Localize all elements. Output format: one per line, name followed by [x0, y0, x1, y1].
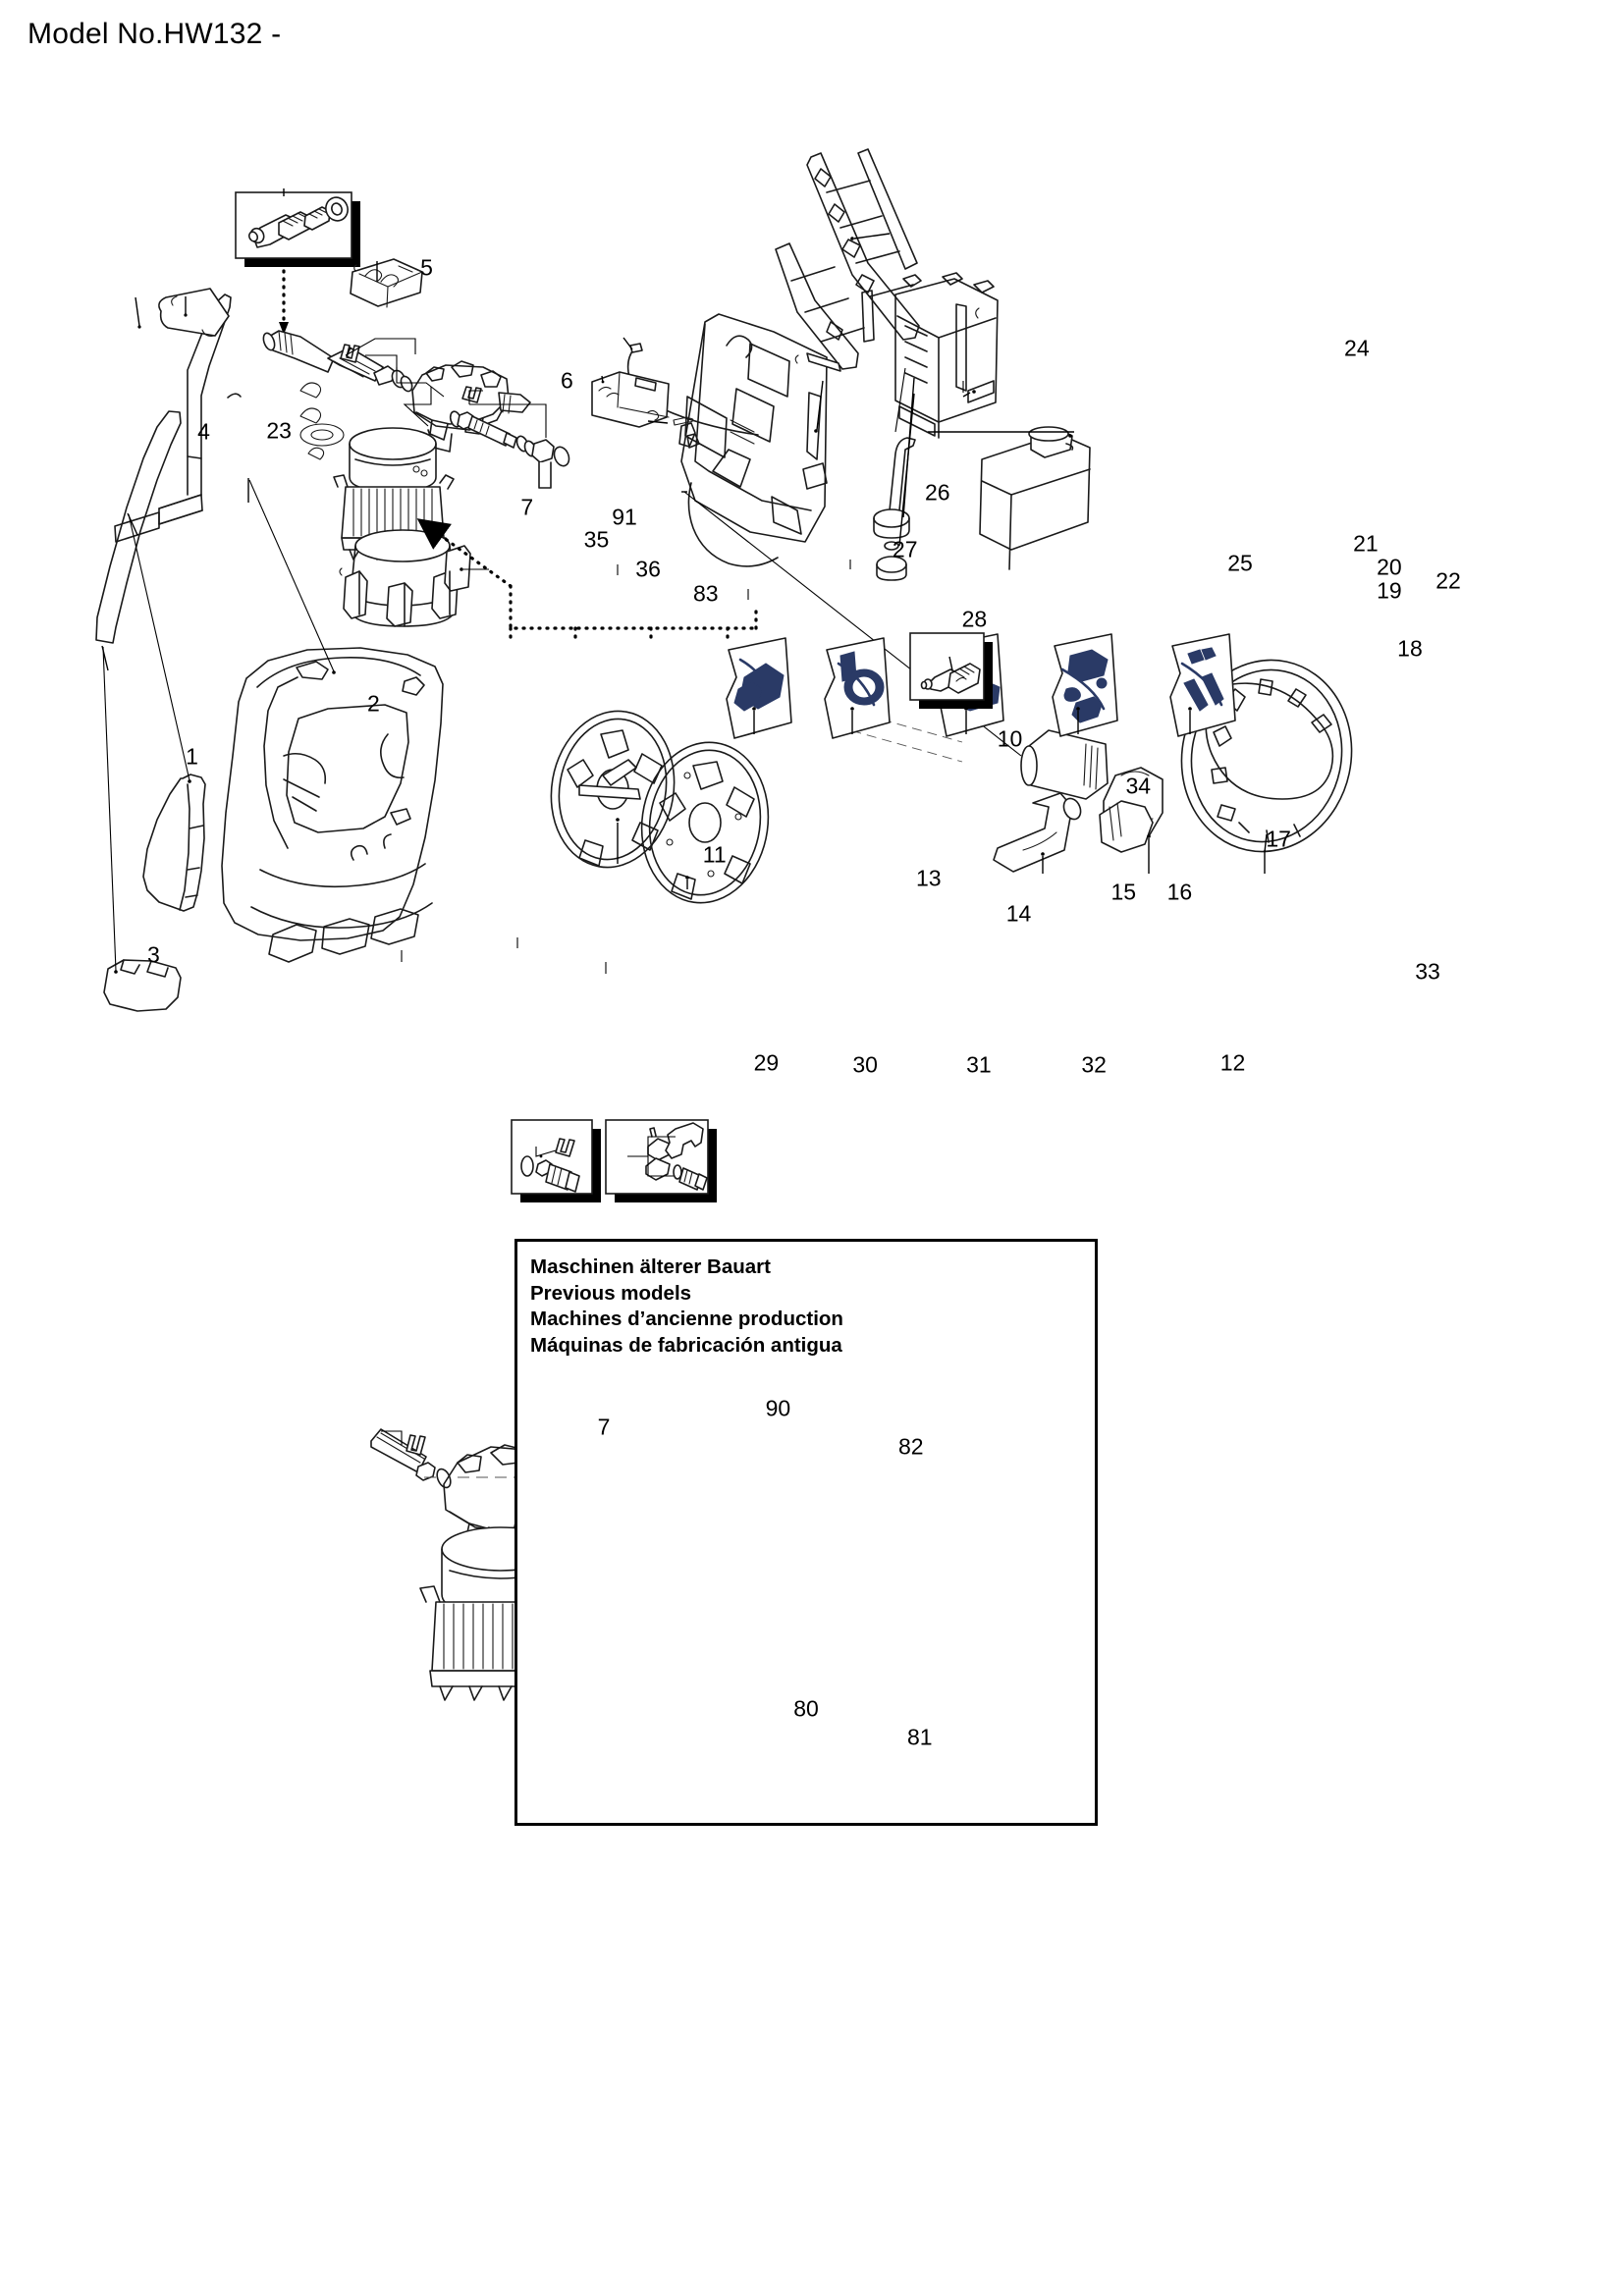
previous-models-legend-box [514, 1239, 1098, 1826]
legend-line-es: Máquinas de fabricación antigua [530, 1333, 842, 1357]
prev-callout-part-90: 90 [765, 1395, 791, 1421]
callout-part-4: 4 [197, 418, 210, 445]
page-title: Model No.HW132 - [27, 18, 282, 50]
callout-part-23: 23 [266, 417, 292, 444]
callout-part-3: 3 [146, 941, 160, 968]
callout-part-22: 22 [1435, 567, 1461, 594]
callout-part-29: 29 [753, 1049, 780, 1076]
callout-part-11: 11 [702, 841, 727, 868]
callout-part-35: 35 [583, 526, 610, 553]
prev-callout-part-81: 81 [906, 1724, 933, 1750]
callout-part-7: 7 [520, 494, 534, 520]
prev-callout-part-7: 7 [597, 1414, 611, 1440]
callout-part-5: 5 [420, 254, 433, 281]
prev-callout-part-82: 82 [897, 1433, 924, 1460]
callout-part-32: 32 [1081, 1051, 1107, 1078]
callout-part-12: 12 [1219, 1049, 1246, 1076]
callout-part-2: 2 [367, 690, 380, 717]
callout-part-18: 18 [1397, 635, 1423, 662]
callout-part-31: 31 [966, 1051, 992, 1078]
callout-part-83: 83 [692, 580, 719, 607]
callout-part-6: 6 [560, 367, 573, 394]
callout-part-15: 15 [1110, 879, 1137, 905]
callout-part-36: 36 [635, 556, 661, 582]
callout-part-27: 27 [892, 536, 918, 562]
callout-part-10: 10 [997, 725, 1023, 752]
callout-part-20: 20 [1377, 554, 1402, 580]
callout-part-28: 28 [961, 606, 988, 632]
callout-part-14: 14 [1005, 900, 1032, 927]
callout-part-24: 24 [1344, 335, 1370, 361]
prev-callout-part-80: 80 [793, 1695, 819, 1722]
callout-part-16: 16 [1166, 879, 1193, 905]
callout-part-17: 17 [1266, 826, 1291, 852]
legend-line-fr: Machines d’ancienne production [530, 1308, 843, 1330]
legend-line-de: Maschinen älterer Bauart [530, 1255, 771, 1278]
callout-part-33: 33 [1415, 958, 1440, 985]
legend-text-block: Maschinen älterer Bauart Previous models… [530, 1255, 1080, 1359]
callout-part-26: 26 [925, 479, 950, 506]
callout-part-19: 19 [1377, 577, 1402, 604]
callout-part-91: 91 [612, 504, 637, 530]
callout-part-1: 1 [186, 743, 198, 770]
callout-part-21: 21 [1353, 530, 1379, 557]
callout-part-25: 25 [1227, 550, 1253, 576]
callout-part-13: 13 [915, 865, 942, 891]
legend-line-en: Previous models [530, 1281, 692, 1305]
callout-part-34: 34 [1125, 773, 1152, 799]
callout-part-30: 30 [852, 1051, 878, 1078]
